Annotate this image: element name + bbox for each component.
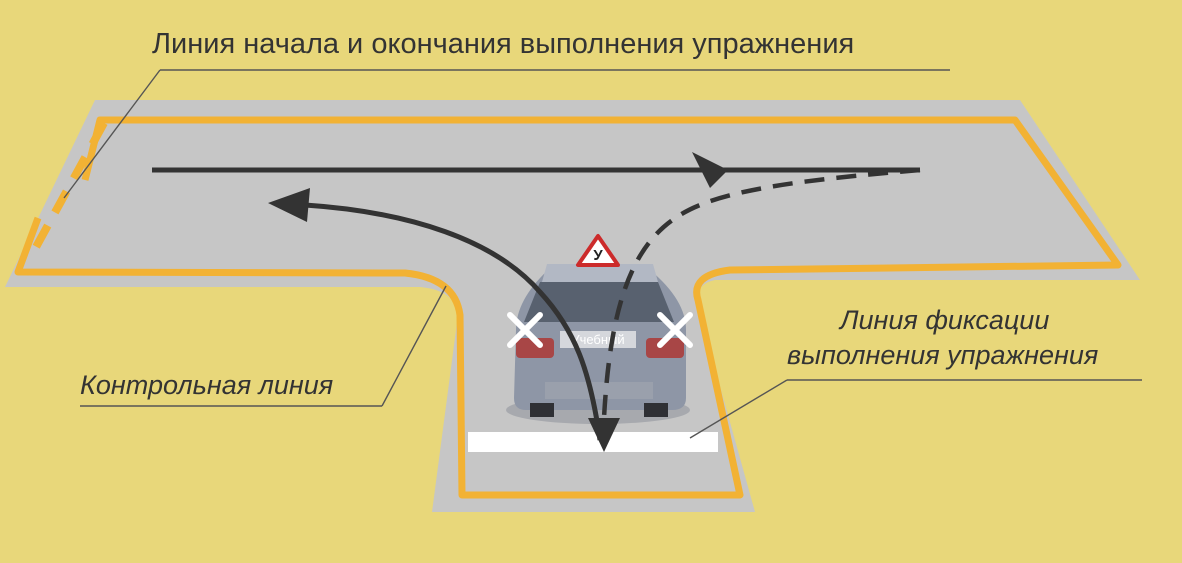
start-end-pointer-line — [63, 69, 161, 199]
fixation-line — [468, 432, 718, 452]
training-sign-icon — [576, 234, 620, 267]
control-pointer-line — [381, 285, 447, 407]
control-line-label: Контрольная линия — [80, 370, 334, 400]
exit-left-arrowhead-icon — [268, 188, 310, 222]
left-x-marker-icon — [507, 312, 543, 348]
exit-left-trajectory — [304, 202, 603, 441]
right-x-marker-icon — [657, 312, 693, 348]
fixation-line-label-line2: выполнения упражнения — [787, 340, 1099, 370]
fixation-line-label-line1: Линия фиксации — [840, 305, 1050, 335]
reverse-dashed-trajectory — [601, 167, 921, 419]
reverse-arrowhead-icon — [588, 418, 620, 452]
fixation-pointer-line — [689, 379, 788, 439]
start-end-dashed-line — [26, 121, 108, 260]
car-plate-text: Учебный — [571, 332, 624, 347]
forward-arrowhead-icon — [692, 152, 728, 188]
training-sign-letter: У — [593, 247, 603, 264]
training-car — [506, 264, 690, 424]
start-end-line-label: Линия начала и окончания выполнения упра… — [152, 28, 855, 60]
edge-line — [14, 116, 1122, 499]
